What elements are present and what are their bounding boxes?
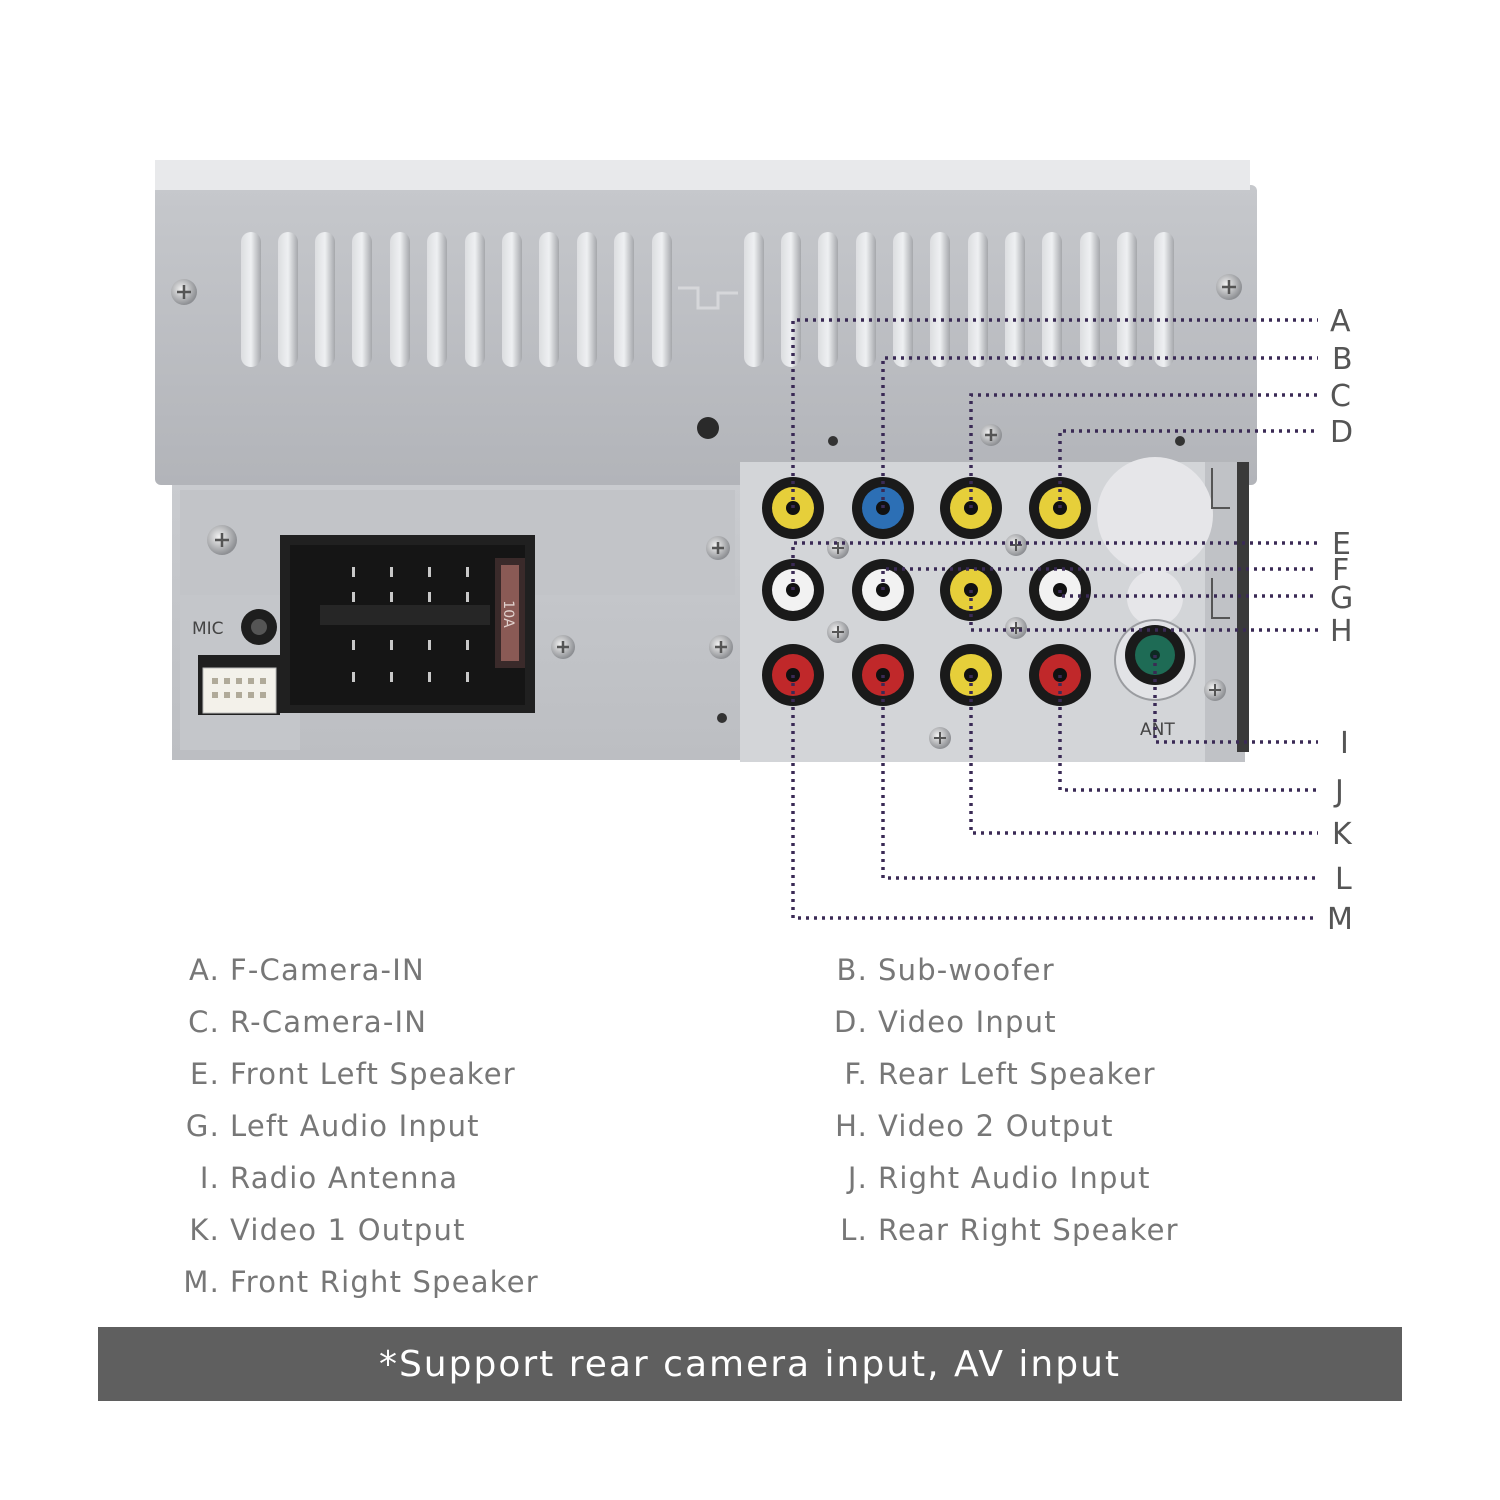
callout-letter: J	[1333, 774, 1344, 809]
vent-slots-right	[744, 232, 1174, 367]
screw-icon	[1005, 534, 1027, 556]
callout-letter: D	[1330, 415, 1353, 450]
callout-line-j	[1058, 675, 1318, 792]
screw-icon	[827, 621, 849, 643]
screw-icon	[551, 635, 575, 659]
vent-slots-left	[241, 232, 672, 367]
legend-item: L.Rear Right Speaker	[840, 1213, 1179, 1247]
callout-letter: K	[1332, 817, 1353, 852]
footer-banner: *Support rear camera input, AV input	[98, 1327, 1402, 1401]
callout-line-c	[969, 393, 1318, 508]
callout-letter: F	[1332, 553, 1349, 588]
legend-item: G.Left Audio Input	[185, 1109, 480, 1143]
callout-line-b	[881, 356, 1318, 508]
footer-text: *Support rear camera input, AV input	[378, 1343, 1122, 1385]
screw-icon	[929, 727, 951, 749]
mic-label: MIC	[192, 619, 224, 639]
legend-item: F.Rear Left Speaker	[844, 1057, 1156, 1091]
antenna-label: ANT	[1140, 720, 1175, 740]
screw-icon	[1005, 617, 1027, 639]
screw-icon	[709, 635, 733, 659]
screw-icon	[171, 279, 197, 305]
callout-letter: G	[1330, 581, 1353, 616]
screw-icon	[207, 525, 237, 555]
screw-icon	[706, 536, 730, 560]
legend-item: D.Video Input	[834, 1005, 1057, 1039]
callout-letter: A	[1330, 304, 1351, 339]
legend-item: C.R-Camera-IN	[188, 1005, 428, 1039]
legend-item: J.Right Audio Input	[847, 1161, 1151, 1195]
iso-power-connector[interactable]: 10A	[280, 535, 535, 713]
callout-letter: L	[1335, 862, 1352, 897]
screw-icon	[1216, 274, 1242, 300]
callout-line-m	[791, 675, 1318, 920]
callout-lines	[791, 318, 1318, 920]
callout-letter: H	[1330, 614, 1353, 649]
callout-letter: M	[1327, 902, 1353, 937]
callout-line-g	[1058, 590, 1318, 598]
screw-icon	[980, 424, 1002, 446]
callout-line-a	[791, 318, 1318, 508]
legend-item: M.Front Right Speaker	[183, 1265, 539, 1299]
legend-item: B.Sub-woofer	[836, 953, 1055, 987]
callout-letter: C	[1330, 379, 1351, 414]
fuse-label: 10A	[500, 600, 516, 628]
callout-letters: A B C D E F G H I J K L M	[1327, 304, 1353, 937]
callout-letter: E	[1332, 527, 1351, 562]
usb-harness-connector[interactable]	[198, 655, 280, 715]
legend-item: I.Radio Antenna	[199, 1161, 459, 1195]
mic-jack[interactable]	[241, 609, 277, 645]
callout-line-h	[969, 590, 1318, 632]
callout-letter: B	[1332, 342, 1353, 377]
callout-letter: I	[1340, 726, 1349, 761]
screw-icon	[1204, 679, 1226, 701]
legend-item: K.Video 1 Output	[189, 1213, 466, 1247]
callout-line-l	[881, 675, 1318, 880]
legend-item: E.Front Left Speaker	[190, 1057, 516, 1091]
legend-item: A.F-Camera-IN	[189, 953, 425, 987]
legend-item: H.Video 2 Output	[835, 1109, 1114, 1143]
callout-line-d	[1058, 429, 1318, 508]
